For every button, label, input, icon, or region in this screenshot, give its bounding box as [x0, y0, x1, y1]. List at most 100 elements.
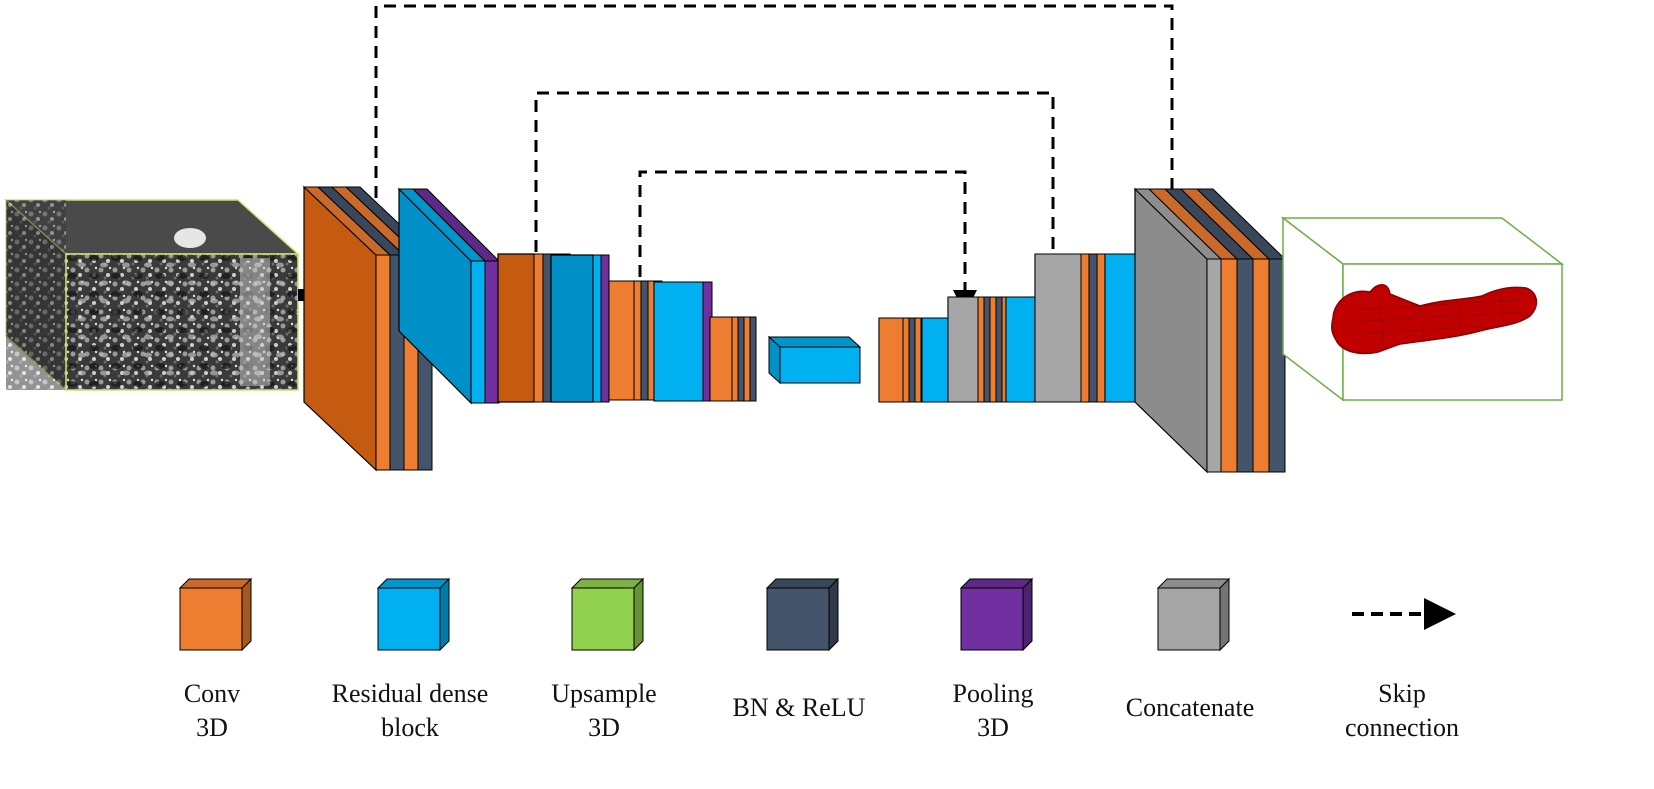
input-volume-side-texture: [6, 200, 66, 390]
decoder-conv-block-1: [878, 317, 928, 403]
legend-label-line-2: 3D: [977, 713, 1009, 742]
decoder-concat-block-3: [1133, 187, 1287, 474]
encoder-conv-block-3-front-layer: [633, 280, 642, 401]
legend-cube-side: [633, 577, 644, 652]
legend-cube-front: [571, 587, 635, 651]
decoder-concat-block-3-front-layer: [1236, 258, 1254, 473]
decoder-concat-block-3-front-layer: [1268, 258, 1286, 473]
legend-label-line-1: Pooling: [952, 679, 1034, 708]
legend-label-residual-dense-block: Residual dense block: [310, 677, 510, 745]
encoder-residual-block-2-side-face: [550, 254, 594, 403]
legend-cube-side: [1022, 577, 1033, 652]
encoder-residual-block-1-front-layer: [470, 260, 486, 404]
skip-connection-2: [534, 91, 1065, 280]
decoder-concat-block-1-front-layer: [989, 296, 997, 403]
upsample3d-legend-icon: [570, 577, 645, 652]
legend-label-line-1: Concatenate: [1125, 693, 1255, 722]
decoder-concat-block-2-front-layer: [1096, 253, 1106, 403]
legend-label-bn-relu: BN & ReLU: [699, 691, 899, 725]
legend-cube-top: [376, 578, 451, 589]
legend-label-skip-connection: Skip connection: [1302, 677, 1502, 745]
legend-label-line-2: block: [381, 713, 439, 742]
legend-label-line-2: connection: [1344, 713, 1460, 742]
input-ct-volume: [4, 198, 300, 392]
decoder-conv-block-1-front-layer: [908, 317, 916, 403]
legend-label-line-1: Upsample: [551, 679, 657, 708]
skip-connections: [374, 4, 1184, 314]
encoder-conv-block-4-front-layer: [731, 316, 739, 402]
skip-connection-1: [374, 4, 1184, 227]
legend-cube-top: [765, 578, 840, 589]
encoder-conv-block-2-side-face: [497, 253, 535, 403]
encoder-conv-block-1-front-layer: [375, 254, 391, 471]
decoder-concat-block-2-front-layer: [1080, 253, 1090, 403]
legend-cube-front: [377, 587, 441, 651]
bottleneck-residual-block: [767, 335, 862, 385]
output-segmentation-volume: [1280, 216, 1565, 402]
segmentation-mask-texture: [1345, 293, 1523, 349]
encoder-conv-block-3-front-layer: [608, 280, 635, 401]
decoder-concat-block-2-front-layer: [1088, 253, 1098, 403]
pooling3d-legend-icon: [959, 577, 1034, 652]
legend-label-line-1: Conv: [183, 679, 241, 708]
legend-cube-front: [960, 587, 1024, 651]
decoder-conv-block-1-front-layer: [902, 317, 910, 403]
bottleneck-top: [767, 336, 862, 348]
legend-cube-front: [766, 587, 830, 651]
decoder-conv-block-1-front-layer: [878, 317, 904, 403]
legend-label-line-1: Skip: [1378, 679, 1426, 708]
legend-label-line-1: BN & ReLU: [732, 693, 866, 722]
legend-label-line-2: 3D: [196, 713, 228, 742]
decoder-concat-block-1-front-layer: [983, 296, 991, 403]
decoder-concat-block-1: [947, 296, 1009, 403]
encoder-residual-block-2-front-layer: [592, 254, 602, 403]
legend-label-conv3d: Conv 3D: [112, 677, 312, 745]
legend-label-pooling3d: Pooling 3D: [893, 677, 1093, 745]
encoder-residual-block-3: [653, 281, 713, 402]
legend-cube-side: [1219, 577, 1230, 652]
legend-cube-side: [439, 577, 450, 652]
legend-cube-top: [570, 578, 645, 589]
legend-cube-top: [1156, 578, 1231, 589]
input-volume-bright-band: [240, 258, 270, 386]
skip-connection-3: [638, 170, 977, 314]
encoder-residual-block-3-front-layer: [653, 281, 704, 402]
encoder-conv-block-4-front-layer: [709, 316, 733, 402]
decoder-concat-block-1-front-layer: [977, 296, 985, 403]
legend-cube-side: [241, 577, 252, 652]
decoder-concat-block-3-front-layer: [1252, 258, 1270, 473]
bottleneck-front: [779, 346, 861, 384]
decoder-concat-block-1-front-layer: [947, 296, 979, 403]
legend-cube-front: [1157, 587, 1221, 651]
network-blocks: [302, 185, 1287, 474]
encoder-conv-block-3-front-layer: [640, 280, 649, 401]
bn-relu-legend-icon: [765, 577, 840, 652]
encoder-conv-block-4-front-layer: [743, 316, 751, 402]
residual-dense-block-legend-icon: [376, 577, 451, 652]
input-volume-vessel: [174, 228, 206, 248]
legend-cube-front: [179, 587, 243, 651]
legend-label-concatenate: Concatenate: [1090, 691, 1290, 725]
encoder-conv-block-2-front-layer: [533, 253, 544, 403]
concatenate-legend-icon: [1156, 577, 1231, 652]
decoder-concat-block-1-front-layer: [995, 296, 1003, 403]
legend-label-upsample3d: Upsample 3D: [504, 677, 704, 745]
encoder-conv-block-4-front-layer: [737, 316, 745, 402]
legend-cube-side: [828, 577, 839, 652]
decoder-concat-block-2-front-layer: [1034, 253, 1082, 403]
legend-icons: [178, 577, 1456, 652]
decoder-concat-block-3-front-layer: [1220, 258, 1238, 473]
encoder-residual-block-1: [397, 187, 501, 405]
encoder-residual-block-1-front-layer: [484, 260, 500, 404]
decoder-concat-block-3-front-layer: [1206, 258, 1222, 473]
legend-label-line-2: 3D: [588, 713, 620, 742]
conv3d-legend-icon: [178, 577, 253, 652]
legend-cube-top: [178, 578, 253, 589]
legend-cube-top: [959, 578, 1034, 589]
legend-label-line-1: Residual dense: [331, 679, 489, 708]
encoder-residual-block-2: [550, 254, 610, 403]
decoder-conv-block-1-front-layer: [914, 317, 922, 403]
encoder-conv-block-4-front-layer: [749, 316, 757, 402]
encoder-residual-block-2-front-layer: [600, 254, 610, 403]
